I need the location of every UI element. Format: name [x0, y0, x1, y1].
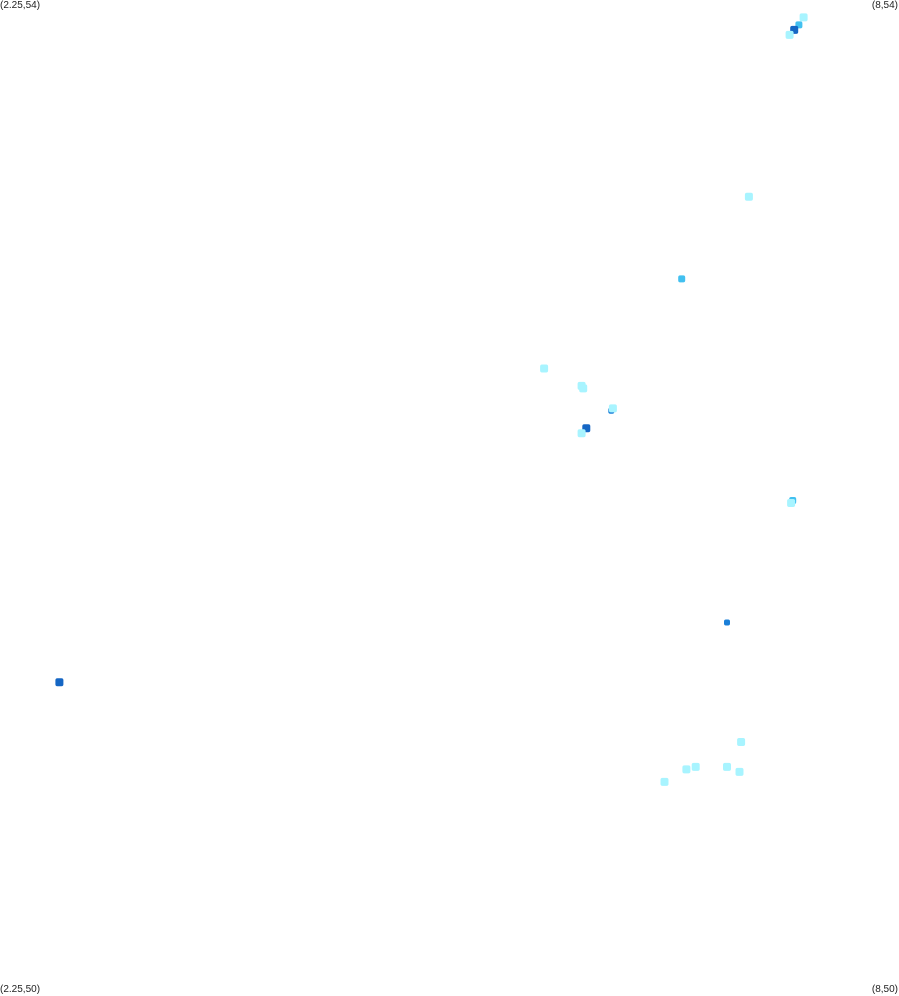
density-cell-low: [579, 384, 588, 393]
density-cell-low: [540, 364, 549, 373]
density-cell-low: [660, 777, 669, 786]
density-cell-low: [735, 767, 744, 776]
top-right-coordinate-label: (8,54): [871, 0, 898, 11]
density-cell-low: [787, 499, 796, 507]
top-left-coordinate-label: (2.25,54): [0, 0, 41, 11]
density-cell-high: [724, 619, 730, 626]
density-cell-mid: [678, 275, 686, 283]
density-cell-low: [723, 762, 731, 771]
density-cell-low: [682, 765, 691, 774]
density-cell-low: [737, 738, 746, 746]
density-cell-low: [799, 13, 808, 22]
bottom-right-coordinate-label: (8,50): [871, 984, 898, 995]
density-cell-low: [577, 429, 586, 438]
density-cell-low: [744, 192, 753, 201]
bottom-left-coordinate-label: (2.25,50): [0, 984, 41, 995]
density-cell-peak: [55, 678, 64, 687]
density-cell-low: [691, 762, 700, 771]
density-cell-low: [608, 404, 617, 413]
density-cell-low: [785, 30, 794, 39]
